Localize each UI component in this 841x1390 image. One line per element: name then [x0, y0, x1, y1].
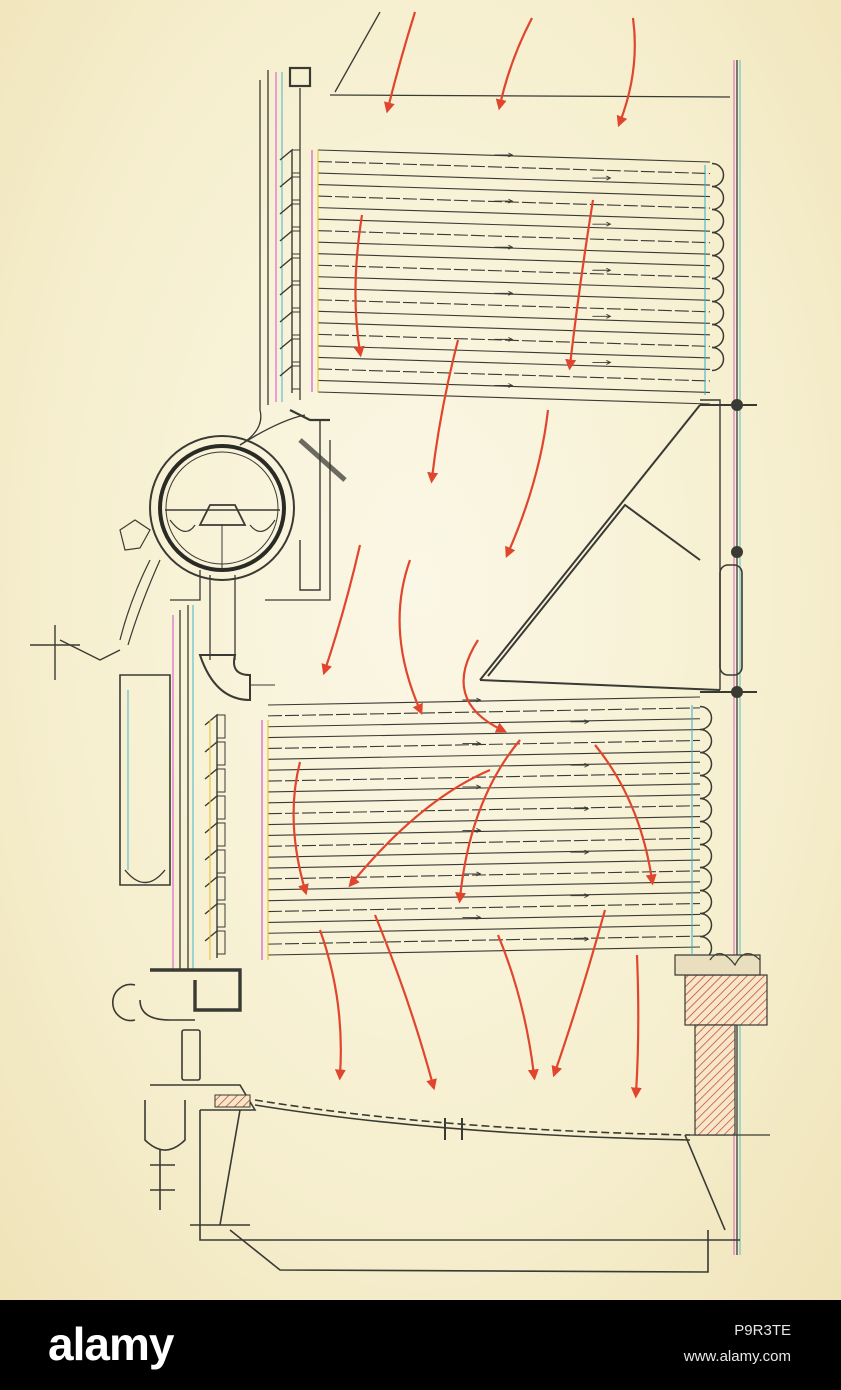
downcomer	[30, 559, 275, 970]
steam-drum	[119, 409, 347, 601]
brand-logo: alamy	[48, 1318, 174, 1370]
baffle	[479, 399, 757, 698]
watermark-footer: alamy P9R3TE www.alamy.com	[0, 1300, 841, 1390]
lower-tube-bank	[267, 696, 701, 956]
diagram-sheet	[0, 0, 841, 1300]
gas-flow-arrows	[292, 11, 657, 1099]
upper-left-header	[279, 148, 301, 393]
upper-flue	[239, 11, 731, 446]
print-fringe	[209, 150, 706, 960]
firebox	[190, 1099, 770, 1273]
image-id: P9R3TE	[734, 1322, 791, 1339]
site-url: www.alamy.com	[683, 1348, 791, 1365]
upper-return-headers	[711, 162, 725, 372]
lower-return-headers	[699, 705, 713, 961]
upper-tube-bank	[317, 149, 711, 405]
lower-left-header	[204, 713, 226, 958]
mud-drum	[112, 968, 257, 1210]
boiler-diagram	[30, 11, 770, 1273]
brick-setting	[674, 953, 768, 1136]
